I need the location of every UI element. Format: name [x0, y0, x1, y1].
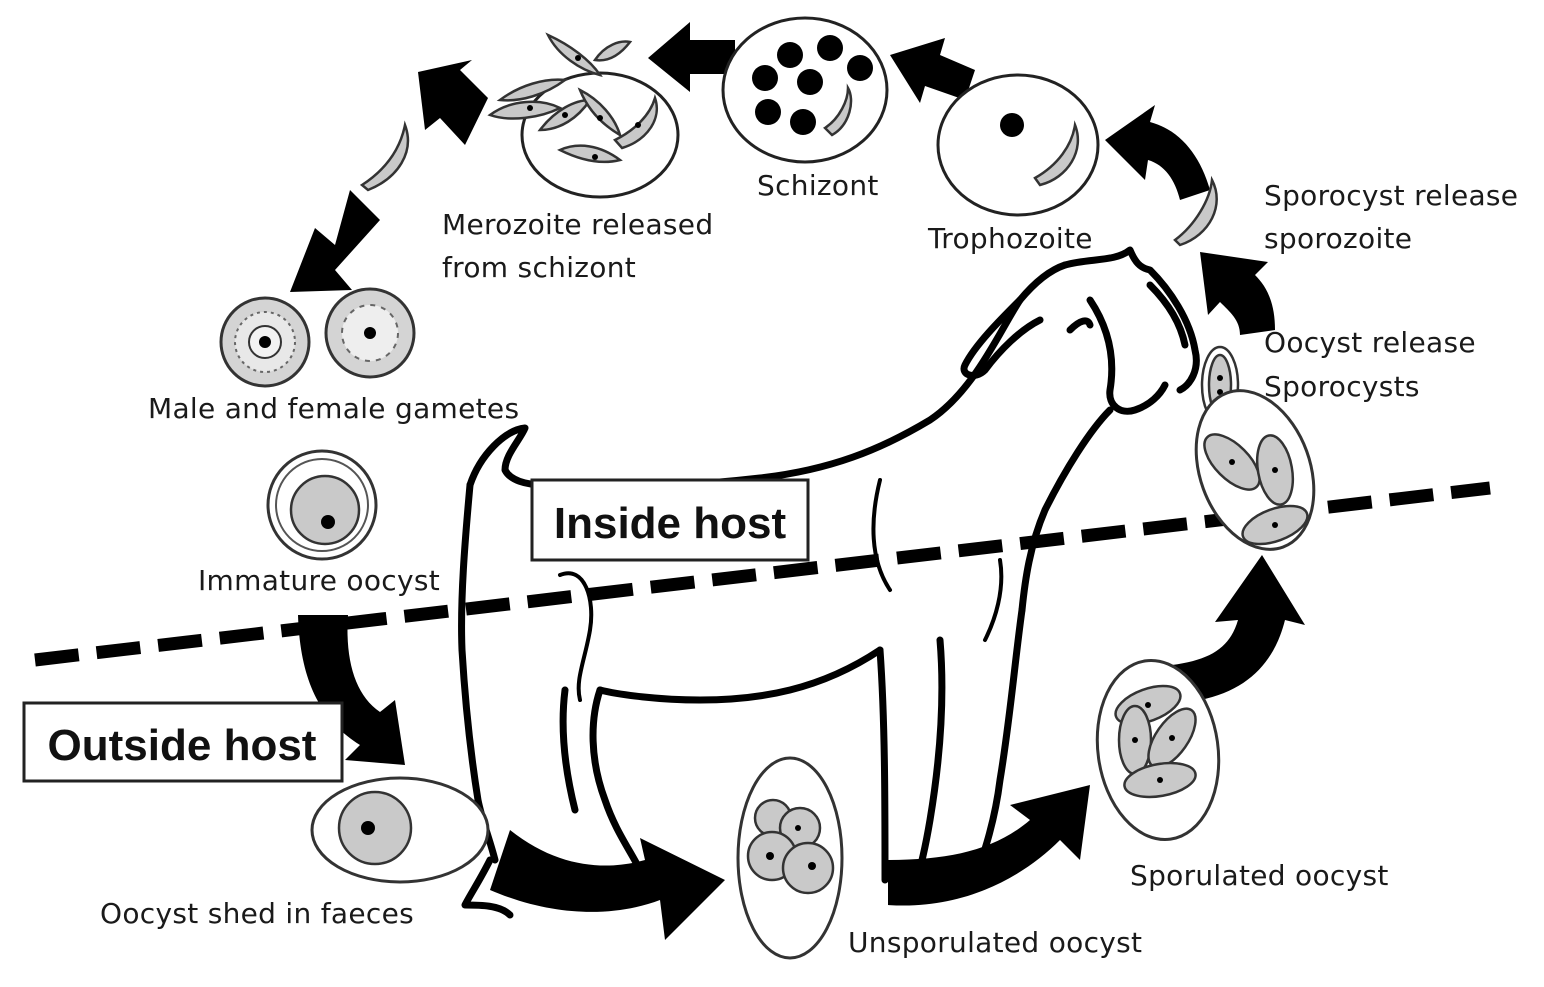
immature-oocyst-illustration — [266, 449, 378, 561]
gametes-label: Male and female gametes — [148, 392, 519, 425]
outside-host-label: Outside host — [48, 721, 317, 770]
sporocyst-release-label-line2: sporozoite — [1264, 222, 1412, 255]
merozoite-label-line1: Merozoite released — [442, 208, 713, 241]
arrow-down-left-icon — [418, 60, 488, 145]
arrow-left-icon — [890, 38, 975, 103]
inside-host-label: Inside host — [554, 499, 787, 548]
arrow-curve-down-icon — [298, 615, 405, 765]
arrow-curve-up-right-icon — [888, 785, 1090, 906]
oocyst-release-label-line2: Sporocysts — [1264, 370, 1420, 403]
outside-host-box: Outside host — [22, 701, 344, 783]
oocyst-shed-illustration — [310, 776, 490, 884]
trophozoite-illustration — [936, 73, 1100, 217]
arrow-curve-up-icon — [1172, 555, 1305, 700]
oocyst-shed-label: Oocyst shed in faeces — [100, 897, 414, 930]
arrow-curve-right-icon — [490, 830, 725, 940]
trophozoite-label: Trophozoite — [927, 222, 1093, 255]
oocyst-release-label-line1: Oocyst release — [1264, 326, 1476, 359]
arrow-down-left-icon — [290, 190, 380, 292]
sporozoite-illustration — [1173, 175, 1218, 247]
unsporulated-oocyst-label: Unsporulated oocyst — [848, 926, 1142, 959]
gametes-illustration — [219, 287, 416, 388]
immature-oocyst-label: Immature oocyst — [198, 564, 440, 597]
schizont-illustration — [721, 16, 889, 164]
arrow-curve-icon — [1105, 105, 1210, 200]
merozoite-label-line2: from schizont — [442, 251, 636, 284]
arrow-left-icon — [648, 22, 735, 92]
inside-host-box: Inside host — [530, 478, 810, 562]
free-merozoite-illustration — [359, 120, 410, 192]
schizont-label: Schizont — [757, 169, 879, 202]
merozoite-illustration — [487, 32, 680, 199]
cycle-arrows — [290, 22, 1305, 940]
arrow-up-icon — [1200, 252, 1275, 335]
sporocyst-release-label-line1: Sporocyst release — [1264, 179, 1518, 212]
unsporulated-oocyst-illustration — [736, 756, 844, 960]
oocyst-release-illustration — [1194, 345, 1316, 551]
sporulated-oocyst-label: Sporulated oocyst — [1130, 859, 1389, 892]
sporulated-oocyst-illustration — [1095, 658, 1221, 842]
